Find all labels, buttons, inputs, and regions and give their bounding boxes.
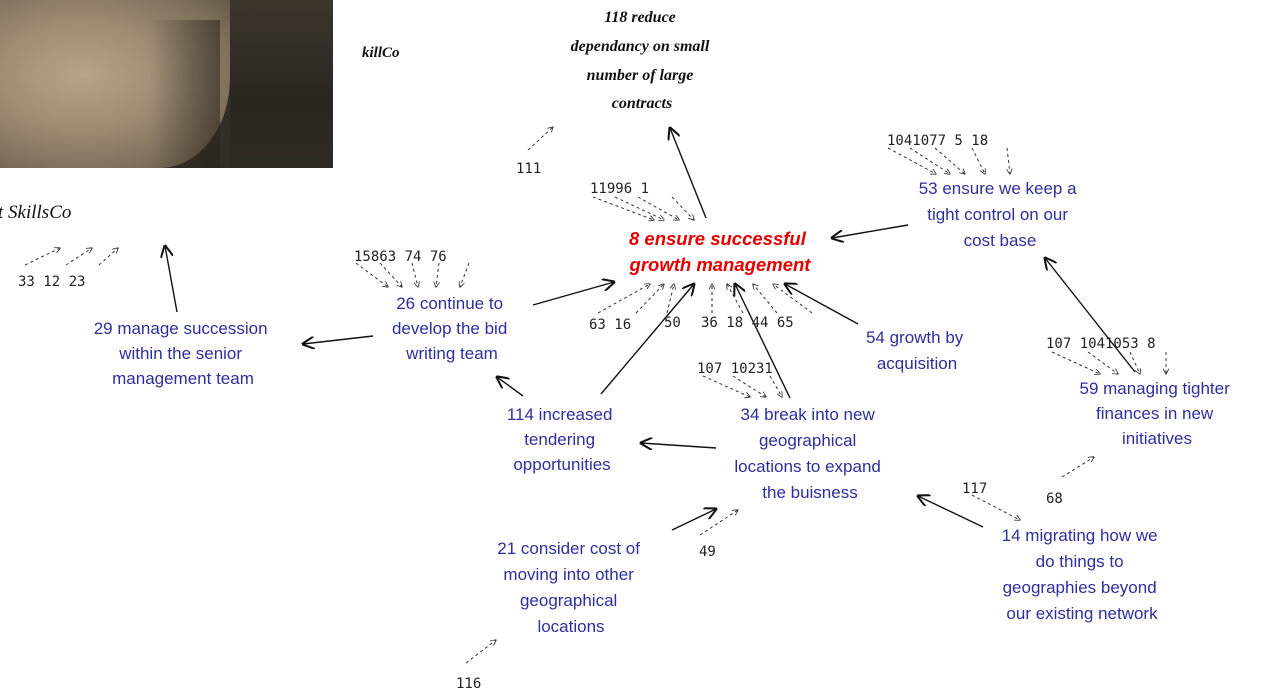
arrow-34-to-114 <box>641 443 717 448</box>
node-54: 54 growth by acquisition <box>866 328 968 373</box>
num-29-inputs: 33 12 23 <box>18 274 85 290</box>
speaker-photo <box>0 0 333 168</box>
node-29: 29 manage succession within the senior m… <box>94 319 273 388</box>
num-8-inputs-c: 36 18 44 65 <box>701 315 794 331</box>
arrow-26-to-29 <box>303 335 374 344</box>
photo-background <box>230 0 333 168</box>
node-114: 114 increased tendering opportunities <box>507 405 617 474</box>
arrow-14-to-34 <box>918 496 984 528</box>
arrow-53-to-8 <box>832 224 909 238</box>
link-arrows <box>165 128 1136 531</box>
num-59-inputs: 107 1041053 8 <box>1046 336 1156 352</box>
photo-caption-side: killCo <box>362 45 400 61</box>
num-26-inputs: 15863 74 76 <box>354 249 447 265</box>
minor-dashed-links <box>24 127 1166 664</box>
node-26: 26 continue to develop the bid writing t… <box>392 294 512 363</box>
arrow-34-to-8 <box>735 284 791 399</box>
num-68: 68 <box>1046 491 1063 507</box>
num-8-inputs-a: 63 16 <box>589 317 631 333</box>
photo-shadow <box>150 20 220 168</box>
photo-caption-partial: t SkillsCo <box>0 202 71 223</box>
arrow-114-to-26 <box>497 377 524 397</box>
num-8-inputs-b: 50 <box>664 315 681 331</box>
node-59: 59 managing tighter finances in new init… <box>1079 379 1234 448</box>
node-21: 21 consider cost of moving into other ge… <box>497 539 644 636</box>
node-14: 14 migrating how we do things to geograp… <box>1002 526 1163 623</box>
num-11996: 11996 1 <box>590 181 649 197</box>
arrow-29-to-top <box>165 246 178 313</box>
arrow-21-to-34 <box>671 509 716 531</box>
node-53: 53 ensure we keep a tight control on our… <box>919 179 1082 250</box>
node-118: 118 reduce dependancy on small number of… <box>571 9 714 112</box>
num-117: 117 <box>962 481 987 497</box>
node-8-central: 8 ensure successful growth management <box>629 228 812 275</box>
num-111: 111 <box>516 161 541 177</box>
arrow-8-to-118 <box>670 128 707 219</box>
num-53-inputs: 1041077 5 18 <box>887 133 988 149</box>
arrow-59-to-53 <box>1045 258 1136 373</box>
arrow-54-to-8 <box>785 284 859 325</box>
num-116: 116 <box>456 676 481 692</box>
num-34-inputs: 107 10231 <box>697 361 773 377</box>
number-labels: 111 11996 1 1041077 5 18 15863 74 76 33 … <box>18 133 1156 692</box>
arrow-26-to-8 <box>532 282 614 306</box>
arrow-114-to-8 <box>600 284 694 395</box>
num-49: 49 <box>699 544 716 560</box>
node-34: 34 break into new geographical locations… <box>734 405 885 502</box>
